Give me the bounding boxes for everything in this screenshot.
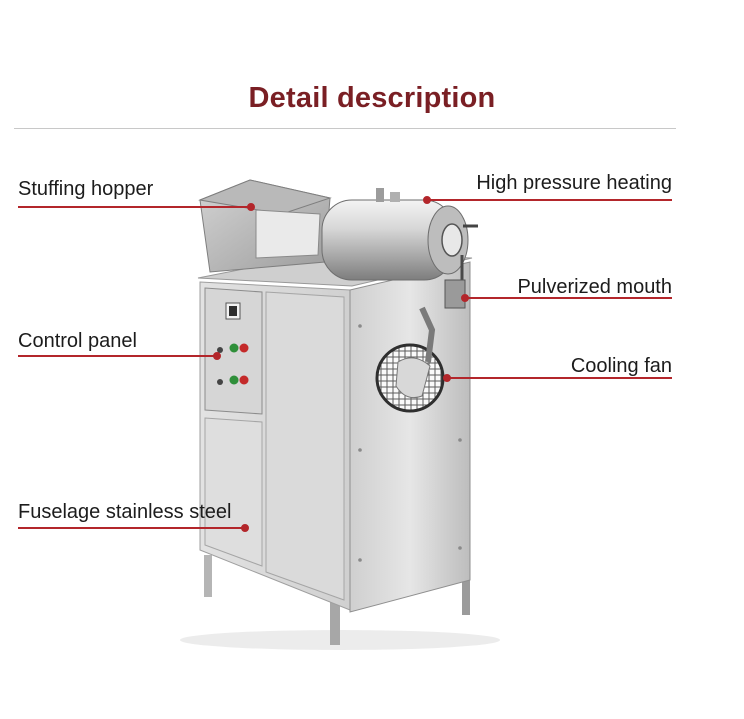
lower-door xyxy=(204,417,263,567)
label-high-pressure-heating: High pressure heating xyxy=(476,172,672,194)
leader-lines xyxy=(18,196,672,532)
control-panel-box xyxy=(204,287,263,415)
heating-drum xyxy=(321,188,478,309)
label-stuffing-hopper: Stuffing hopper xyxy=(18,178,154,200)
hopper xyxy=(198,179,332,273)
label-cooling-fan: Cooling fan xyxy=(570,355,672,377)
cooling-fan xyxy=(375,306,445,413)
label-fuselage-stainless-steel: Fuselage stainless steel xyxy=(18,501,232,523)
page-title: Detail description xyxy=(248,82,496,114)
panel-screws xyxy=(358,298,462,562)
machine-legs xyxy=(204,555,470,645)
label-pulverized-mouth: Pulverized mouth xyxy=(517,276,672,298)
label-control-panel: Control panel xyxy=(18,330,137,352)
side-panel xyxy=(349,261,471,613)
front-door xyxy=(265,291,345,601)
title-divider xyxy=(14,128,676,129)
